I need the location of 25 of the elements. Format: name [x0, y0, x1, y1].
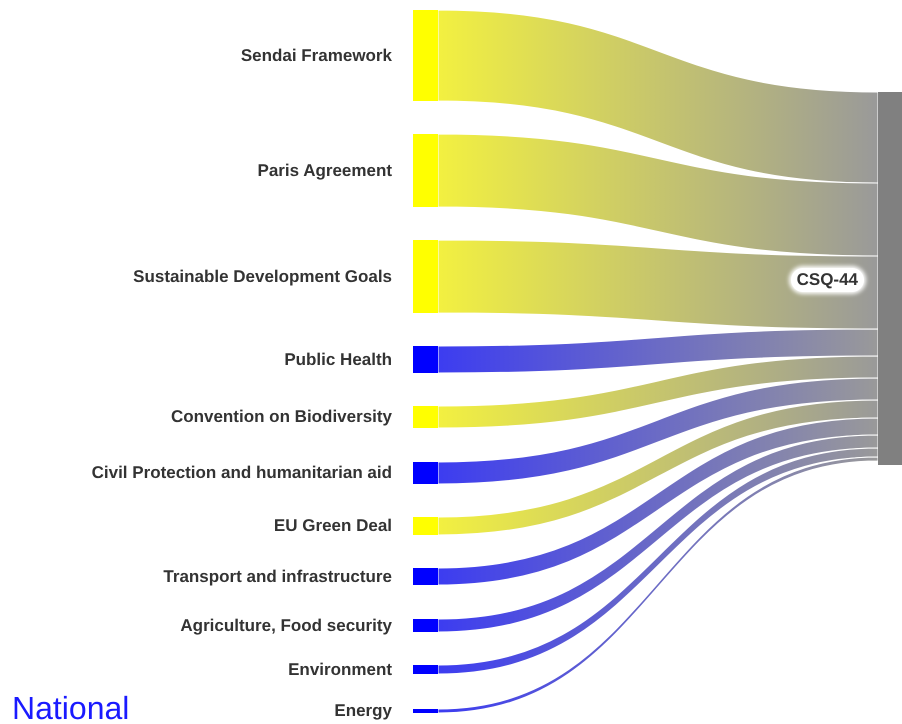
- node-label: Transport and infrastructure: [163, 566, 392, 586]
- node-label: Sustainable Development Goals: [133, 266, 392, 286]
- node-label: Civil Protection and humanitarian aid: [92, 463, 392, 483]
- node-label: Convention on Biodiversity: [170, 407, 392, 427]
- node-label: Public Health: [284, 350, 392, 370]
- flow-band: [438, 456, 878, 714]
- node-label: EU Green Deal: [274, 516, 392, 536]
- flow-band: [438, 328, 878, 374]
- section-title: National: [12, 690, 130, 724]
- flow-band: [438, 134, 878, 256]
- flow-band: [438, 356, 878, 428]
- node-label: Sendai Framework: [240, 46, 392, 66]
- flow-band: [438, 378, 878, 484]
- node-label: Energy: [334, 701, 392, 721]
- flow-band: [438, 448, 878, 674]
- flow-band: [438, 434, 878, 632]
- node-label: Paris Agreement: [258, 160, 392, 180]
- node-label: Environment: [288, 660, 392, 680]
- target-bar: [878, 92, 902, 465]
- flow-band: [438, 418, 878, 586]
- flow-band: [438, 10, 878, 184]
- flow-band: [438, 400, 878, 536]
- node-label: Agriculture, Food security: [180, 616, 392, 636]
- flow-band: [438, 240, 878, 330]
- node-label: CSQ-44: [790, 268, 864, 292]
